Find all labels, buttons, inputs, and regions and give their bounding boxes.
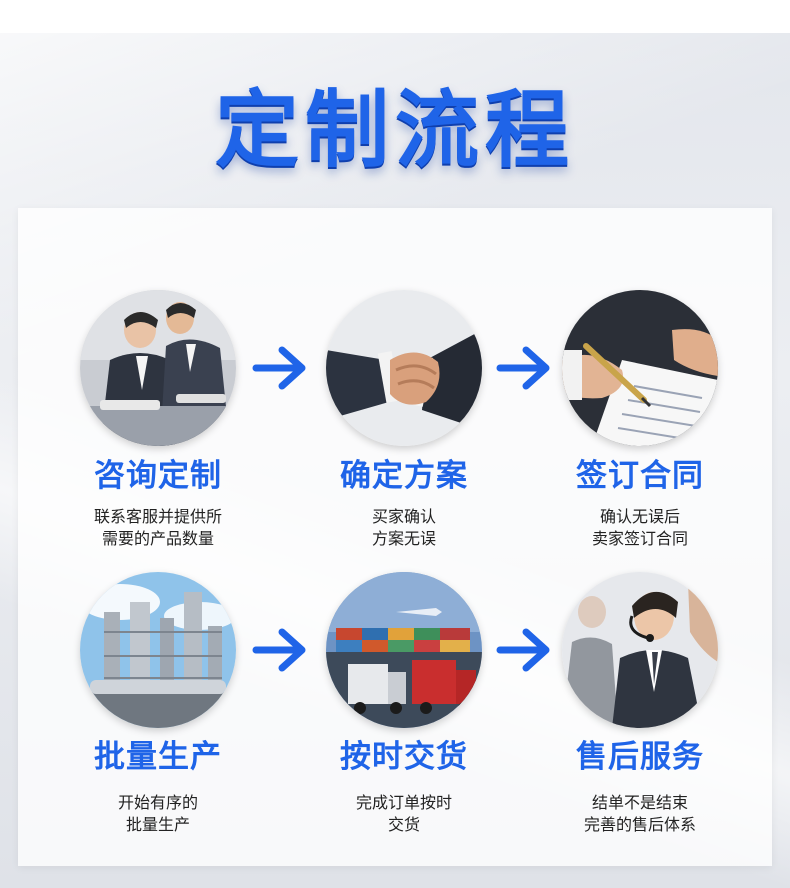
step-5-image <box>326 572 482 728</box>
step-5-title: 按时交货 <box>340 739 468 775</box>
step-4-desc-line2: 批量生产 <box>125 815 190 834</box>
page-title: 定制流程 <box>214 81 575 179</box>
step-6-desc-line2: 完善的售后体系 <box>583 815 696 834</box>
step-6-desc-line1: 结单不是结束 <box>591 793 688 812</box>
step-6-image <box>562 572 718 728</box>
step-3-desc-line1: 确认无误后 <box>599 507 680 526</box>
step-4-desc-line1: 开始有序的 <box>117 793 198 812</box>
step-2-image <box>326 290 482 446</box>
arrow-right-icon <box>496 628 556 672</box>
step-2-title: 确定方案 <box>340 458 468 494</box>
step-1-desc-line1: 联系客服并提供所 <box>93 507 222 526</box>
step-2-desc-line1: 买家确认 <box>371 507 436 526</box>
step-1-image <box>80 290 236 446</box>
step-2-desc-line2: 方案无误 <box>371 529 436 548</box>
step-5-desc-line2: 交货 <box>387 815 420 834</box>
arrow-right-icon <box>252 346 312 390</box>
step-3-title: 签订合同 <box>576 458 704 494</box>
step-3-image <box>562 290 718 446</box>
arrow-right-icon <box>252 628 312 672</box>
step-1-desc-line2: 需要的产品数量 <box>101 529 214 548</box>
step-6-title: 售后服务 <box>576 739 704 775</box>
step-4-image <box>80 572 236 728</box>
arrow-right-icon <box>496 346 556 390</box>
step-4-title: 批量生产 <box>94 739 222 775</box>
step-5-desc-line1: 完成订单按时 <box>355 793 452 812</box>
step-3-desc-line2: 卖家签订合同 <box>591 529 688 548</box>
step-1-title: 咨询定制 <box>94 458 222 494</box>
